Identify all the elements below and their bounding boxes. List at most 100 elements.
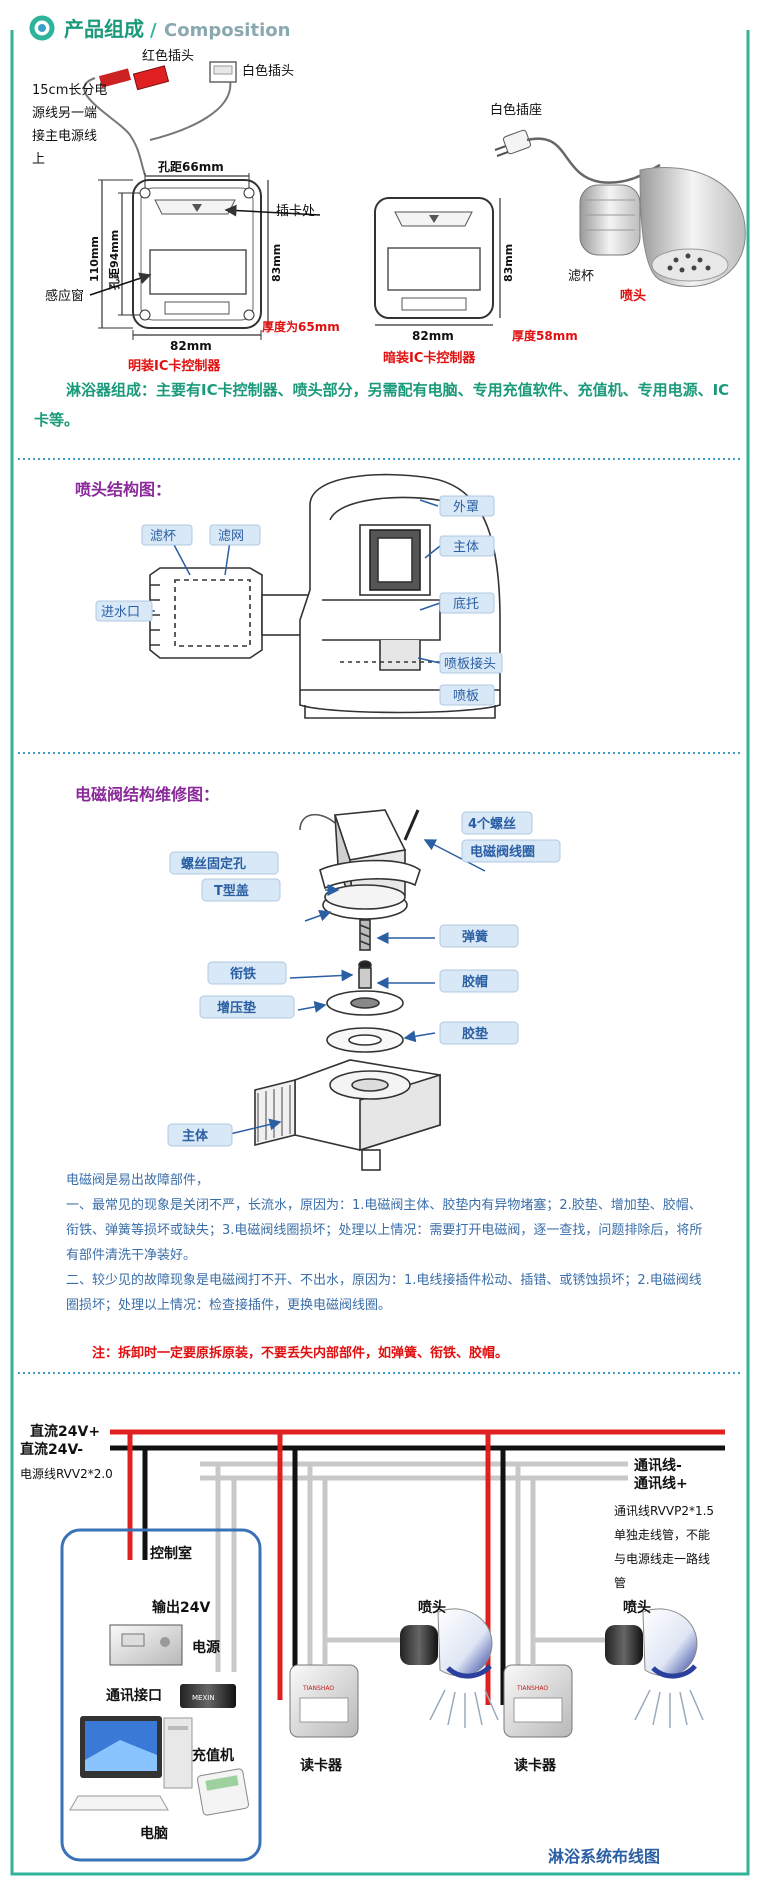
- white-socket-label: 白色插座: [490, 102, 542, 118]
- card-slot-label: 插卡处: [276, 204, 315, 219]
- comm-interface-icon: MEXIN: [180, 1684, 236, 1708]
- surface-controller-label: 明装IC卡控制器: [128, 358, 221, 374]
- control-room-box: [60, 1528, 262, 1862]
- white-plug-label: 白色插头: [242, 63, 294, 79]
- valve-label-coil: 电磁阀线圈: [470, 844, 535, 860]
- nozzle-label-plate-joint: 喷板接头: [444, 656, 496, 672]
- dc-neg-label: 直流24V-: [20, 1441, 83, 1458]
- hole-pitch-66-label: 孔距66mm: [158, 160, 224, 174]
- nozzle-a-label: 喷头: [418, 1599, 446, 1616]
- valve-label-pressure-pad: 增压垫: [217, 1000, 256, 1016]
- logo-icon: [29, 15, 55, 41]
- reader-b-label: 读卡器: [514, 1757, 557, 1774]
- red-plug-label: 红色插头: [142, 48, 194, 64]
- nozzle-label-inlet: 进水口: [101, 605, 140, 620]
- nozzle-label-filter-cup: 滤杯: [150, 529, 176, 544]
- concealed-controller-label: 暗装IC卡控制器: [383, 350, 476, 366]
- valve-paragraph-2: 二、较少见的故障现象是电磁阀打不开、不出水，原因为：1.电线接插件松动、插错、或…: [66, 1273, 702, 1313]
- filter-cup-label: 滤杯: [568, 269, 594, 284]
- composition-diagram: 红色插头 白色插头 15cm长分电 源线另一端 接主电源线 上: [32, 48, 746, 374]
- white-socket-icon: [502, 129, 532, 155]
- valve-labels: 4个螺丝 电磁阀线圈 螺丝固定孔 T型盖 弹簧 衔铁 胶帽 增压垫 胶垫 主体: [167, 811, 561, 1147]
- dim-110-label: 110mm: [88, 236, 101, 282]
- reader-b-brand: TIANSHAO: [516, 1685, 548, 1692]
- control-room-label: 控制室: [150, 1545, 192, 1562]
- reader-a-label: 读卡器: [300, 1757, 343, 1774]
- dim-82b-label: 82mm: [412, 329, 454, 343]
- power-cable-label: 电源线RVV2*2.0: [20, 1467, 113, 1481]
- valve-label-rubber-pad: 胶垫: [462, 1026, 488, 1042]
- shower-nozzle-b: [530, 1608, 704, 1728]
- nozzle-labels: 滤杯 滤网 进水口 外罩 主体 底托 喷板接头 喷板: [95, 495, 503, 706]
- card-reader-a: TIANSHAO: [289, 1664, 359, 1738]
- comm-note-line-2: 单独走线管，不能: [614, 1527, 710, 1542]
- header-title-sep: /: [150, 20, 157, 41]
- computer-label: 电脑: [140, 1825, 168, 1842]
- header: 产品组成 / Composition: [29, 15, 290, 41]
- recharger-label: 充值机: [192, 1747, 234, 1764]
- valve-label-main-body: 主体: [182, 1128, 209, 1144]
- red-plug-icon: [98, 65, 170, 91]
- comm-note-line-1: 通讯线RVVP2*1.5: [614, 1504, 714, 1518]
- comm-note-line-4: 管: [614, 1575, 626, 1590]
- computer-icon: [69, 1716, 193, 1811]
- composition-description-text: 淋浴器组成：主要有IC卡控制器、喷头部分，另需配有电脑、专用充值软件、充值机、专…: [34, 381, 730, 429]
- valve-intro: 电磁阀是易出故障部件，: [66, 1173, 210, 1188]
- svg-text:MEXIN: MEXIN: [192, 1694, 215, 1702]
- nozzle-label-body: 主体: [453, 540, 479, 555]
- nozzle-section-title: 喷头结构图：: [75, 480, 171, 499]
- valve-paragraph-1: 一、最常见的现象是关闭不严，长流水，原因为：1.电磁阀主体、胶垫内有异物堵塞；2…: [66, 1198, 703, 1263]
- comm-neg-label: 通讯线-: [634, 1457, 682, 1474]
- power-supply-icon: [109, 1624, 183, 1666]
- valve-label-t-cover: T型盖: [214, 883, 249, 899]
- output-label: 输出24V: [152, 1599, 210, 1616]
- power-note-line-4: 上: [32, 152, 45, 167]
- thickness-58-label: 厚度58mm: [512, 328, 578, 343]
- nozzle-b-label: 喷头: [623, 1599, 651, 1616]
- sensor-window-label: 感应窗: [45, 288, 84, 304]
- concealed-controller: [374, 197, 501, 326]
- valve-label-screw-hole: 螺丝固定孔: [181, 856, 246, 872]
- dim-82a-label: 82mm: [170, 339, 212, 353]
- power-label: 电源: [192, 1639, 220, 1656]
- nozzle-label: 喷头: [620, 288, 646, 304]
- recharger-icon: [197, 1768, 249, 1816]
- nozzle-label-filter-mesh: 滤网: [218, 529, 244, 544]
- dim-83a-label: 83mm: [270, 244, 283, 282]
- nozzle-label-cover: 外罩: [453, 500, 479, 515]
- outer-border: [10, 30, 750, 1876]
- wiring-diagram: MEXIN TIANSHAO TIANSHAO: [20, 1423, 725, 1866]
- valve-label-rubber-cap: 胶帽: [462, 974, 488, 990]
- valve-label-spring: 弹簧: [462, 929, 488, 945]
- valve-label-armature: 衔铁: [230, 966, 256, 982]
- valve-note: 注：拆卸时一定要原拆原装，不要丢失内部部件，如弹簧、衔铁、胶帽。: [92, 1346, 509, 1361]
- valve-explanation: 电磁阀是易出故障部件， 一、最常见的现象是关闭不严，长流水，原因为：1.电磁阀主…: [66, 1168, 706, 1318]
- nozzle-structure-diagram: [149, 473, 501, 719]
- power-note-line-2: 源线另一端: [32, 106, 97, 121]
- dim-83b-label: 83mm: [502, 244, 515, 282]
- white-plug-icon: [209, 61, 237, 83]
- card-reader-b: TIANSHAO: [503, 1664, 573, 1738]
- comm-port-label: 通讯接口: [106, 1687, 162, 1704]
- header-title-en: Composition: [164, 20, 290, 41]
- thickness-65-label: 厚度为65mm: [262, 319, 340, 334]
- header-title-cn: 产品组成: [64, 17, 144, 41]
- dc-pos-label: 直流24V+: [30, 1423, 100, 1440]
- valve-section-title: 电磁阀结构维修图：: [75, 785, 219, 804]
- reader-a-brand: TIANSHAO: [302, 1685, 334, 1692]
- comm-pos-label: 通讯线+: [634, 1475, 688, 1492]
- hole-pitch-94-label: 孔距94mm: [108, 230, 121, 290]
- nozzle-label-base: 底托: [453, 596, 479, 612]
- nozzle-label-plate: 喷板: [453, 689, 479, 704]
- comm-note-line-3: 与电源线走一路线: [614, 1551, 710, 1566]
- wiring-caption: 淋浴系统布线图: [548, 1847, 660, 1866]
- shower-head-image: [494, 129, 746, 287]
- surface-controller: [89, 173, 321, 340]
- composition-description: 淋浴器组成：主要有IC卡控制器、喷头部分，另需配有电脑、专用充值软件、充值机、专…: [34, 375, 734, 435]
- valve-diagram: [254, 809, 441, 1171]
- power-note-line-1: 15cm长分电: [32, 83, 107, 98]
- valve-label-screws: 4个螺丝: [468, 816, 516, 832]
- shower-nozzle-a: [322, 1608, 499, 1728]
- power-note-line-3: 接主电源线: [32, 128, 97, 144]
